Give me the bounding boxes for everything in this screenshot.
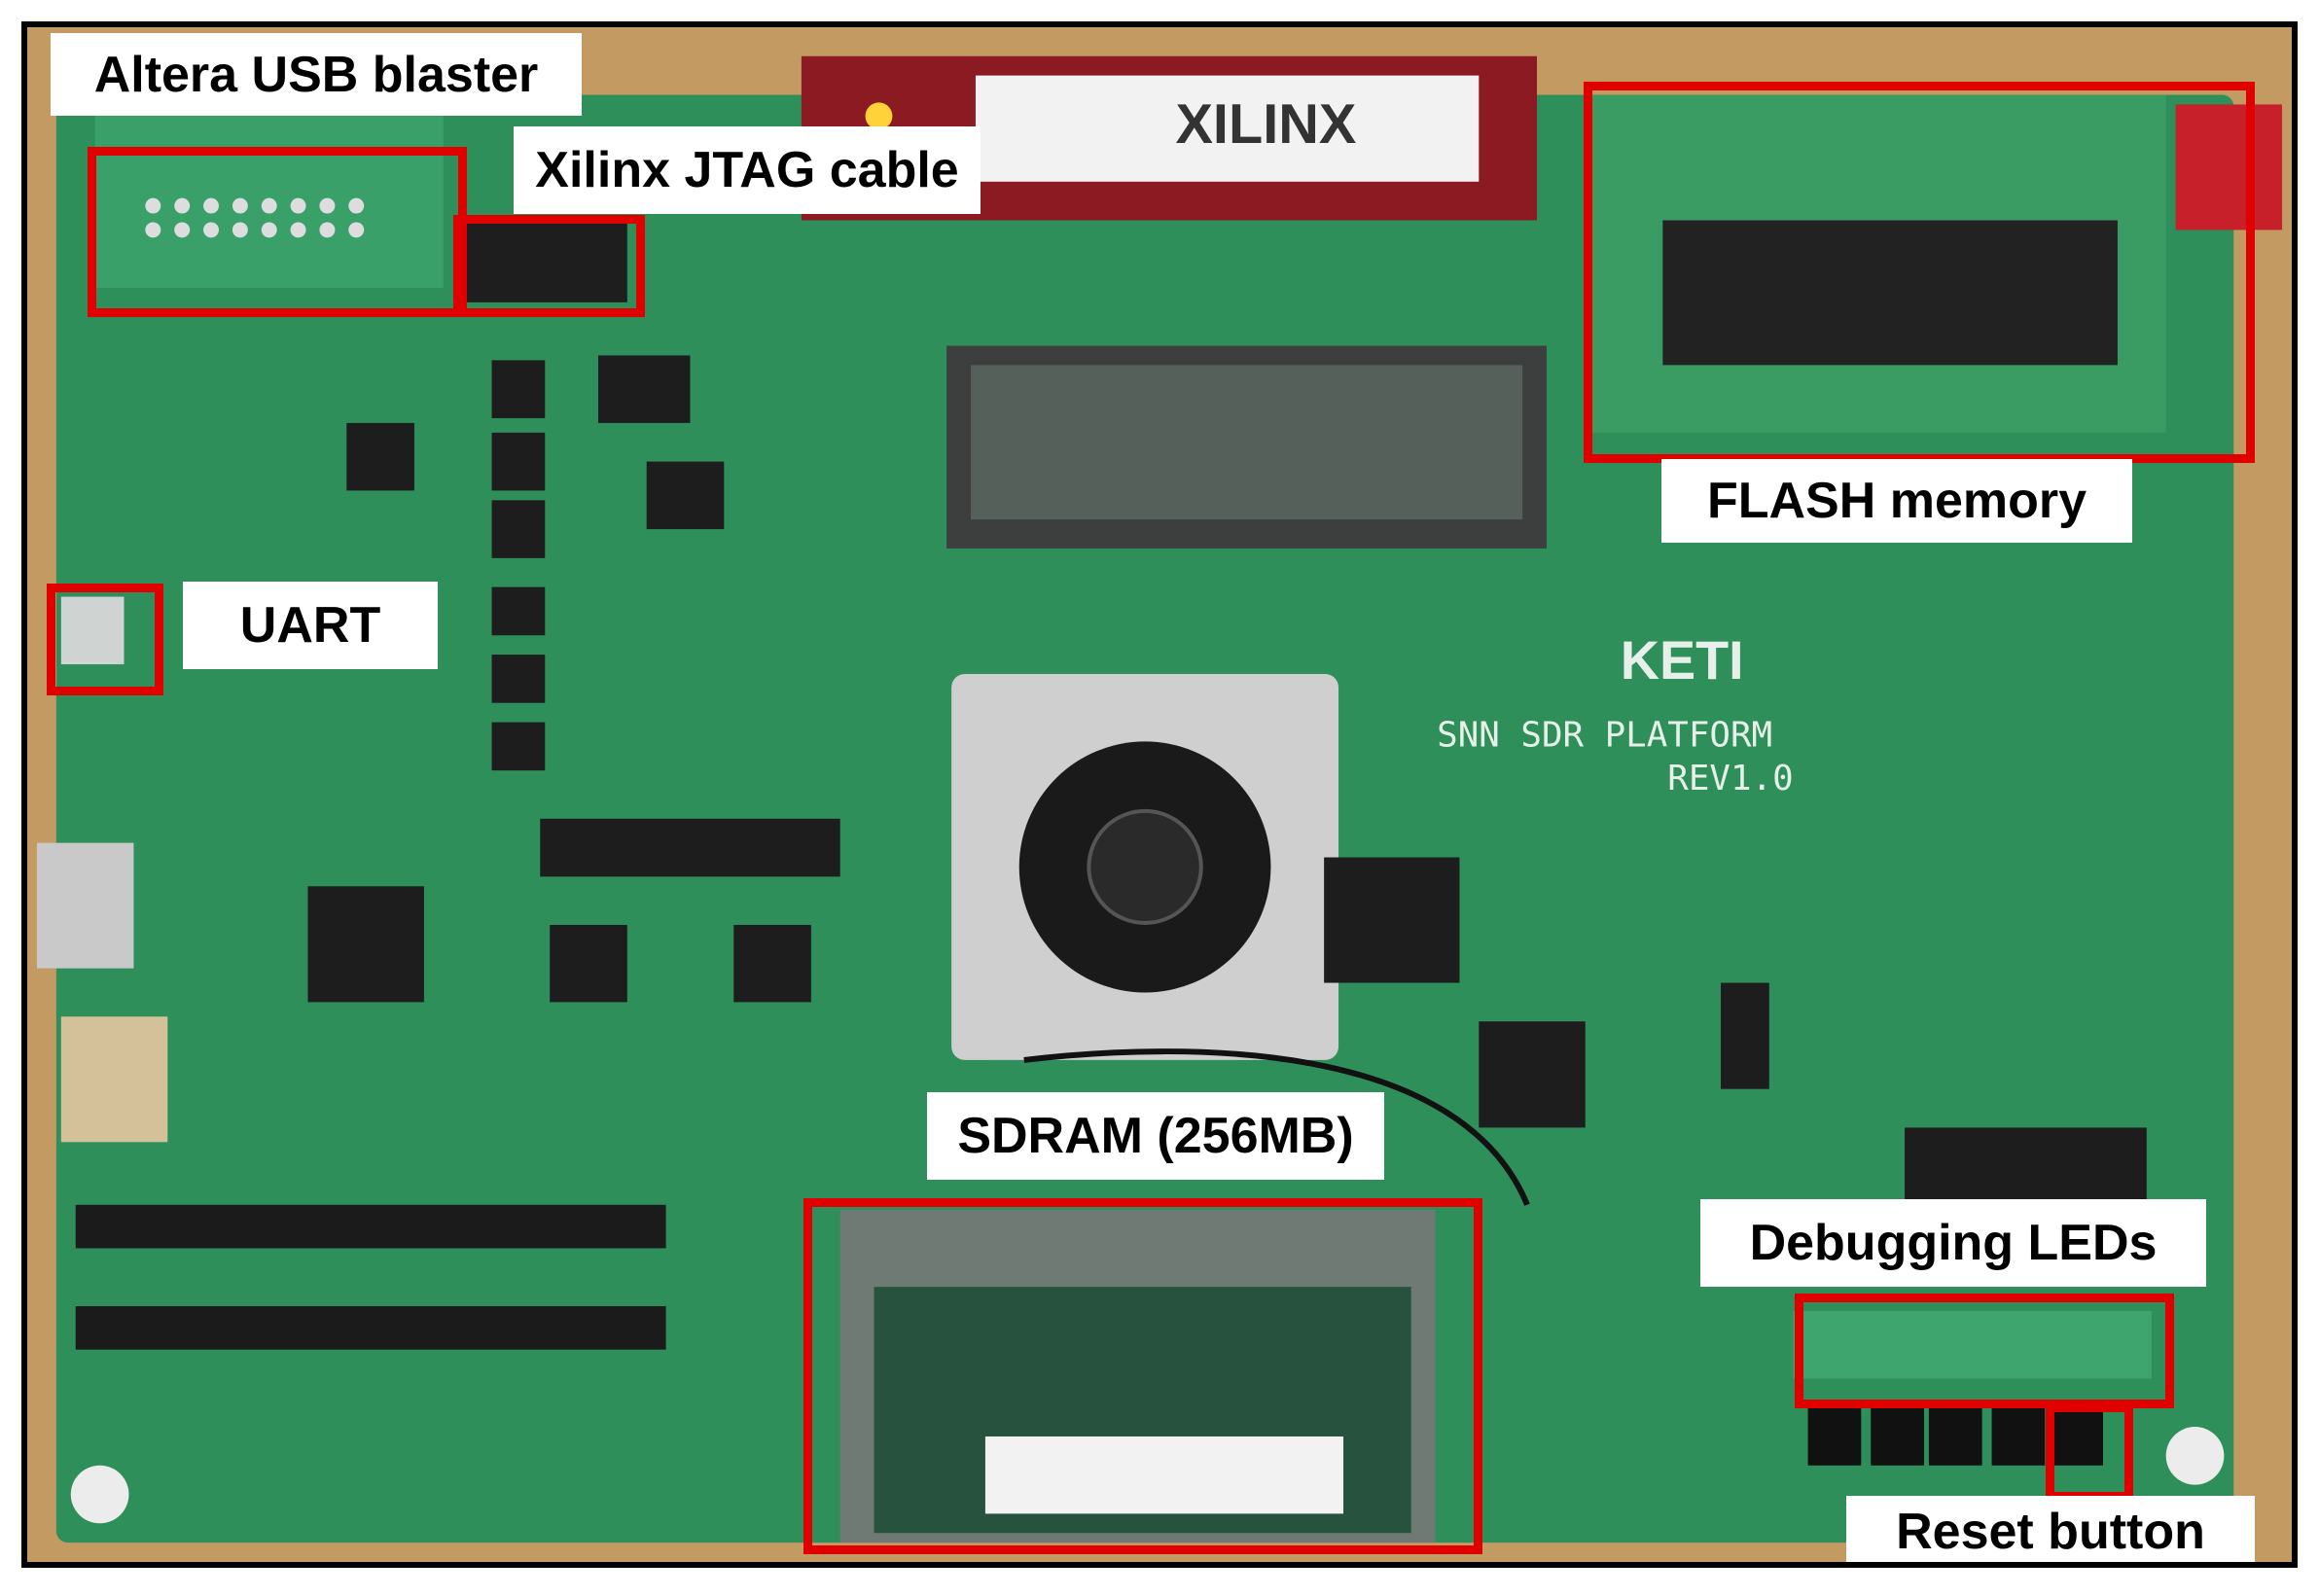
reset-button-highlight <box>2046 1403 2133 1501</box>
xilinx-jtag-highlight <box>453 215 645 317</box>
altera-usb-blaster-module <box>94 104 444 288</box>
jtag-connector <box>457 220 627 302</box>
board-revision-text: REV1.0 <box>1667 759 1793 798</box>
pin-header-1 <box>75 1204 666 1249</box>
uart-port <box>60 596 125 665</box>
board-components <box>307 355 2147 1244</box>
dimm-socket-inner <box>971 365 1523 520</box>
altera-usb-blaster-label: Altera USB blaster <box>51 33 582 116</box>
debugging-leds-highlight <box>1795 1294 2174 1408</box>
standoff-right <box>2165 1427 2225 1485</box>
flash-memory-highlight <box>1584 82 2255 463</box>
standoff-left <box>70 1465 129 1524</box>
push-buttons <box>1807 1407 2103 1466</box>
sdram-highlight <box>803 1198 1482 1554</box>
board-logo-text: KETI <box>1621 630 1744 691</box>
sdram-label: SDRAM (256MB) <box>927 1092 1384 1180</box>
hdmi-port <box>36 842 134 969</box>
sdram-sticker <box>984 1436 1344 1514</box>
flash-connector <box>1662 220 2118 366</box>
photo-frame: XILINX KETI SNN SDR PLATFORM REV1.0 <box>21 21 2298 1568</box>
reset-button-label: Reset button <box>1846 1496 2255 1562</box>
power-connector <box>2175 104 2283 231</box>
xilinx-jtag-cable-label: Xilinx JTAG cable <box>514 126 981 214</box>
flash-memory-label: FLASH memory <box>1661 459 2132 543</box>
altera-usb-blaster-highlight <box>88 147 467 317</box>
led-array <box>1793 1310 2152 1379</box>
altera-header-pins <box>145 197 365 238</box>
board-platform-text: SNN SDR PLATFORM <box>1437 715 1772 755</box>
ethernet-port <box>60 1016 168 1143</box>
uart-label: UART <box>183 582 438 669</box>
uart-highlight <box>47 584 163 695</box>
cable-status-led <box>865 102 893 130</box>
xilinx-logo-text: XILINX <box>1175 93 1356 156</box>
fan-hub <box>1087 808 1203 925</box>
pin-header-2 <box>75 1306 666 1350</box>
xilinx-sticker <box>975 75 1480 182</box>
debugging-leds-label: Debugging LEDs <box>1700 1199 2206 1287</box>
fan-cable <box>1023 1048 1530 1206</box>
